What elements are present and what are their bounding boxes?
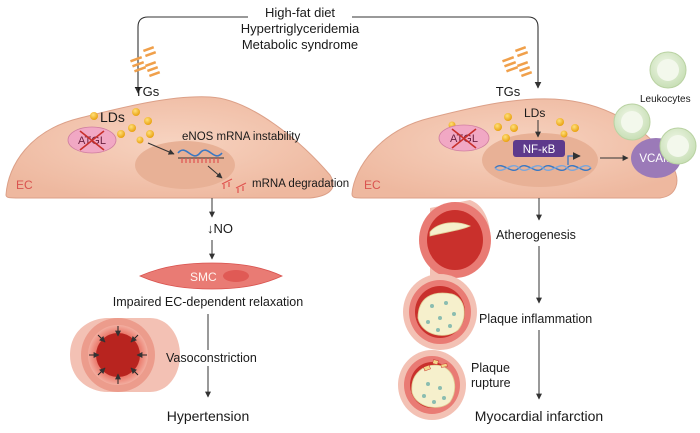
title-line-3: Metabolic syndrome bbox=[242, 37, 358, 52]
vessel-plaque-rupture bbox=[398, 350, 466, 420]
left-lipid-droplet bbox=[132, 108, 140, 116]
left-lds-label: LDs bbox=[100, 109, 125, 125]
left-enos-label: eNOS mRNA instability bbox=[182, 131, 300, 143]
atherogenesis-label: Atherogenesis bbox=[496, 228, 576, 242]
right-lipid-droplet bbox=[560, 130, 568, 138]
right-lds-label: LDs bbox=[524, 106, 545, 120]
right-lipid-droplet bbox=[502, 134, 510, 142]
left-lipid-droplet bbox=[144, 117, 152, 125]
right-lipid-droplet bbox=[556, 118, 564, 126]
left-lipid-droplet bbox=[90, 112, 98, 120]
left-tgs-label: TGs bbox=[135, 84, 160, 99]
title-line-1: High-fat diet bbox=[265, 5, 335, 20]
leukocytes-label: Leukocytes bbox=[640, 94, 691, 105]
right-lipid-droplet bbox=[504, 113, 512, 121]
nfkb-box bbox=[513, 140, 565, 157]
smc-nucleus bbox=[223, 270, 249, 282]
smc-label: SMC bbox=[190, 270, 217, 284]
left-lipid-droplet bbox=[146, 130, 154, 138]
myocardial-infarction-label: Myocardial infarction bbox=[475, 408, 603, 424]
right-ec-label: EC bbox=[364, 178, 381, 192]
left-ec-label: EC bbox=[16, 178, 33, 192]
left-arrow-to-degradation bbox=[207, 165, 223, 179]
right-tgs-label: TGs bbox=[496, 84, 521, 99]
left-lipid-droplet bbox=[117, 130, 125, 138]
left-mrna-strand bbox=[177, 149, 223, 157]
left-lipid-droplet bbox=[136, 136, 144, 144]
impaired-relaxation-label: Impaired EC-dependent relaxation bbox=[113, 295, 303, 309]
plaque-rupture-label-line2: rupture bbox=[471, 376, 511, 390]
hypertension-label: Hypertension bbox=[167, 408, 250, 424]
left-arrow-to-mrna bbox=[147, 142, 175, 155]
branch-arrow-right bbox=[352, 16, 542, 89]
left-cell-nucleus bbox=[135, 141, 235, 189]
constricted-vessel bbox=[70, 318, 180, 392]
left-tg-icon bbox=[130, 46, 161, 78]
left-atgl-cross-icon bbox=[79, 130, 105, 151]
vasoconstriction-label: Vasoconstriction bbox=[166, 351, 257, 365]
dna-helix-icon bbox=[494, 165, 592, 171]
left-mrna-degradation-label: mRNA degradation bbox=[252, 178, 349, 190]
right-lipid-droplet bbox=[571, 124, 579, 132]
leukocyte-nucleus bbox=[667, 135, 689, 157]
transcription-arrow-icon bbox=[567, 152, 581, 165]
right-atgl-cross-icon bbox=[451, 128, 477, 149]
right-cell-nucleus bbox=[482, 133, 598, 187]
leukocyte-nucleus bbox=[621, 111, 643, 133]
plaque-rupture-label-line1: Plaque bbox=[471, 361, 510, 375]
right-lipid-droplet bbox=[510, 124, 518, 132]
plaque-inflammation-label: Plaque inflammation bbox=[479, 312, 592, 326]
left-mrna-fragments-icon bbox=[221, 178, 247, 193]
leukocyte-nucleus bbox=[657, 59, 679, 81]
vessel-plaque-inflammation bbox=[403, 274, 477, 350]
right-lipid-droplet bbox=[494, 123, 502, 131]
left-mrna-ticks bbox=[181, 158, 219, 163]
nfkb-label: NF-κB bbox=[523, 144, 556, 156]
vessel-atherogenesis bbox=[419, 200, 491, 278]
title-line-2: Hypertriglyceridemia bbox=[241, 21, 360, 36]
right-tg-icon bbox=[502, 46, 533, 78]
smooth-muscle-cell bbox=[139, 262, 283, 290]
branch-arrow-left bbox=[134, 16, 248, 94]
left-lipid-droplet bbox=[128, 124, 136, 132]
left-no-label: ↓NO bbox=[207, 221, 233, 236]
